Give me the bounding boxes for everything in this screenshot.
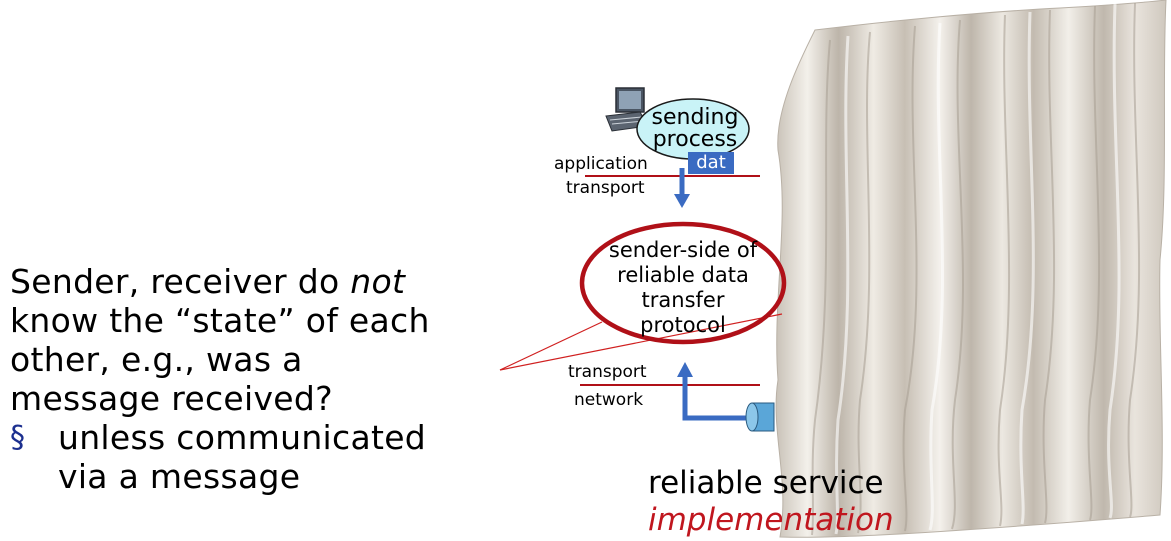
sending-process-label: sending process bbox=[651, 105, 739, 152]
body-text: Sender, receiver do not know the “state”… bbox=[10, 262, 500, 496]
bidirectional-arrow-icon bbox=[677, 362, 752, 421]
callout-line-top bbox=[499, 321, 603, 371]
sender-side-label: sender-side of reliable data transfer pr… bbox=[608, 238, 758, 337]
caption-line-1: reliable service bbox=[648, 465, 884, 501]
curtain-folds bbox=[811, 2, 1141, 536]
bullet-icon: § bbox=[10, 420, 26, 455]
sender-side-ellipse bbox=[579, 221, 787, 345]
body-line-4: message received? bbox=[10, 379, 333, 418]
layer-label-network: network bbox=[574, 390, 644, 410]
curtain-image bbox=[775, 0, 1167, 538]
callout-line-bottom bbox=[499, 313, 783, 371]
layer-label-transport-bottom: transport bbox=[568, 362, 647, 382]
body-line-1: Sender, receiver do not bbox=[10, 262, 406, 301]
body-line-3: other, e.g., was a bbox=[10, 340, 303, 379]
bullet-item: § unless communicated via a message bbox=[10, 418, 427, 496]
down-arrow-icon bbox=[674, 168, 690, 208]
layer-label-transport-top: transport bbox=[566, 178, 645, 198]
body-line-2: know the “state” of each bbox=[10, 301, 430, 340]
emphasis-not: not bbox=[350, 262, 406, 301]
channel-pipe-icon bbox=[745, 402, 775, 432]
layer-label-application: application bbox=[554, 154, 648, 174]
caption: reliable service implementation bbox=[648, 465, 894, 539]
caption-line-2: implementation bbox=[648, 502, 894, 538]
data-tag: dat bbox=[688, 152, 734, 174]
